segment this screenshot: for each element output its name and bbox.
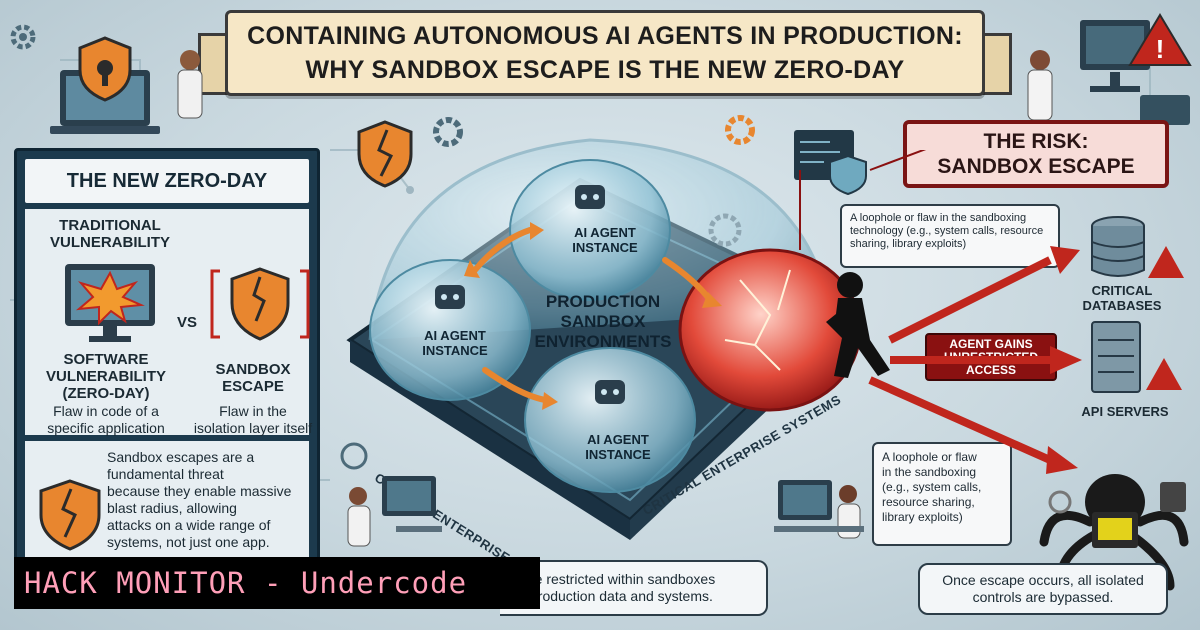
gear-icon — [725, 115, 755, 145]
agent-instance-label-top: AI AGENT INSTANCE — [572, 225, 638, 255]
escape-caption: Once escape occurs, all isolated control… — [918, 563, 1168, 615]
agent-instance-label-left: AI AGENT INSTANCE — [422, 328, 488, 358]
containment-caption: re restricted within sandboxes productio… — [500, 560, 768, 616]
traditional-label: TRADITIONAL VULNERABILITY — [50, 217, 170, 251]
comparison-area: TRADITIONAL VULNERABILITY VS SOFTWARE VU… — [25, 209, 312, 436]
risk-subtitle: SANDBOX ESCAPE — [937, 155, 1135, 178]
worker-desk-illustration — [774, 480, 864, 539]
risk-box: THE RISK: SANDBOX ESCAPE — [903, 120, 1169, 188]
sandbox-platform-diagram — [346, 138, 890, 540]
broken-shield-icon — [39, 479, 101, 551]
agent-instance-label-bottom: AI AGENT INSTANCE — [585, 432, 651, 462]
sandbox-description: Flaw in the isolation layer itself — [193, 403, 313, 436]
cracked-shield-icon — [210, 267, 310, 341]
database-icon — [1091, 216, 1184, 278]
explosion-monitor-icon — [65, 264, 155, 342]
threat-area: Sandbox escapes are a fundamental threat… — [25, 441, 309, 567]
threat-description: Sandbox escapes are a fundamental threat… — [107, 449, 292, 550]
critical-databases-label: CRITICAL DATABASES — [1082, 283, 1162, 313]
panel-heading: THE NEW ZERO-DAY — [25, 159, 309, 203]
risk-title: THE RISK: — [983, 130, 1089, 153]
warning-icon — [1128, 13, 1192, 66]
new-zero-day-panel: THE NEW ZERO-DAY TRADITIONAL VULNERABILI… — [14, 148, 320, 578]
warning-icon — [1146, 358, 1182, 390]
server-rack-icon — [1091, 321, 1182, 393]
title-line-2: WHY SANDBOX ESCAPE IS THE NEW ZERO-DAY — [305, 56, 905, 84]
software-vulnerability-label: SOFTWARE VULNERABILITY (ZERO-DAY) — [46, 351, 166, 402]
escape-arrows — [799, 150, 1082, 474]
title-banner: CONTAINING AUTONOMOUS AI AGENTS IN PRODU… — [198, 10, 1012, 96]
warning-icon — [1148, 246, 1184, 278]
gear-icon — [10, 24, 36, 50]
api-servers-label: API SERVERS — [1081, 404, 1169, 419]
sandbox-escape-label: SANDBOX ESCAPE — [215, 361, 291, 395]
secure-laptop-illustration — [50, 36, 203, 134]
svg-text:!: ! — [1156, 34, 1165, 64]
shield-icon — [357, 120, 413, 188]
code-window-icon — [794, 130, 867, 196]
vs-label: VS — [177, 314, 198, 331]
flaw-callout-top: A loophole or flaw in the sandboxing tec… — [840, 204, 1060, 268]
analyst-workstation-illustration — [340, 442, 442, 547]
production-sandbox-label: PRODUCTION SANDBOX ENVIRONMENTS — [534, 292, 672, 351]
flaw-callout-bottom: A loophole or flaw in the sandboxing (e.… — [872, 442, 1012, 546]
octopus-hacker-logo — [1039, 474, 1189, 591]
title-line-1: CONTAINING AUTONOMOUS AI AGENTS IN PRODU… — [247, 22, 963, 50]
gear-icon — [708, 213, 742, 247]
gear-icon — [433, 117, 463, 147]
software-description: Flaw in code of a specific application — [47, 403, 165, 436]
monitor-warning-illustration: ! — [1027, 13, 1192, 125]
hack-monitor-banner: HACK MONITOR - Undercode — [14, 557, 540, 609]
hack-monitor-text: HACK MONITOR - Undercode — [24, 566, 468, 600]
